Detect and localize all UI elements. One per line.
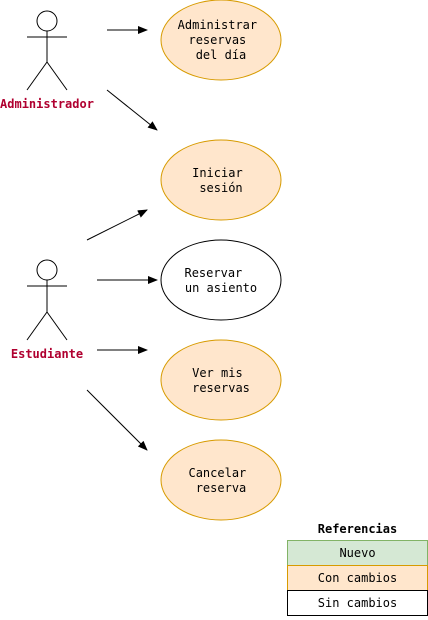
uc-line: Cancelar [188, 466, 246, 480]
uc-line: Reservar [184, 266, 242, 280]
svg-text:Cancelar reserva: Cancelar reserva [188, 466, 253, 495]
uc-line: Ver mis [192, 366, 243, 380]
uc-line: sesión [199, 181, 242, 195]
use-case-cancelar-reserva: Cancelar reserva [160, 439, 282, 521]
use-case-iniciar-sesion: Iniciar sesión [160, 139, 282, 221]
uc-line: reservas [188, 33, 246, 47]
uc-line: Administrar [178, 18, 257, 32]
svg-text:Ver mis reservas: Ver mis reservas [192, 366, 250, 395]
legend-item-sin-cambios: Sin cambios [287, 590, 428, 616]
svg-text:Iniciar sesión: Iniciar sesión [192, 166, 250, 195]
use-case-reservar-asiento: Reservar un asiento [160, 239, 282, 321]
legend-label: Con cambios [317, 571, 398, 585]
legend-item-con-cambios: Con cambios [287, 565, 428, 591]
svg-text:Administrar reservas: Administrar reservas del día [178, 18, 265, 62]
actor-administrador: Administrador [0, 10, 94, 111]
uc-line: un asiento [185, 281, 257, 295]
uc-line: del día [196, 48, 247, 62]
use-case-administrar-reservas: Administrar reservas del día [160, 0, 282, 81]
actor-label-administrador: Administrador [0, 97, 94, 111]
arrow-admin-to-login [106, 89, 158, 131]
uc-line: Iniciar [192, 166, 243, 180]
legend-label: Sin cambios [317, 596, 398, 610]
legend-title: Referencias [317, 522, 398, 536]
legend-label: Nuevo [339, 546, 376, 560]
svg-text:Reservar un asiento: Reservar un asiento [184, 266, 257, 295]
uc-line: reservas [192, 381, 250, 395]
actor-label-estudiante: Estudiante [11, 347, 83, 361]
uc-line: reserva [196, 481, 247, 495]
legend-item-nuevo: Nuevo [287, 540, 428, 566]
arrow-student-to-cancelar [86, 389, 148, 451]
actor-estudiante: Estudiante [11, 259, 83, 361]
use-case-ver-reservas: Ver mis reservas [160, 339, 282, 421]
arrow-student-to-login [86, 209, 148, 241]
